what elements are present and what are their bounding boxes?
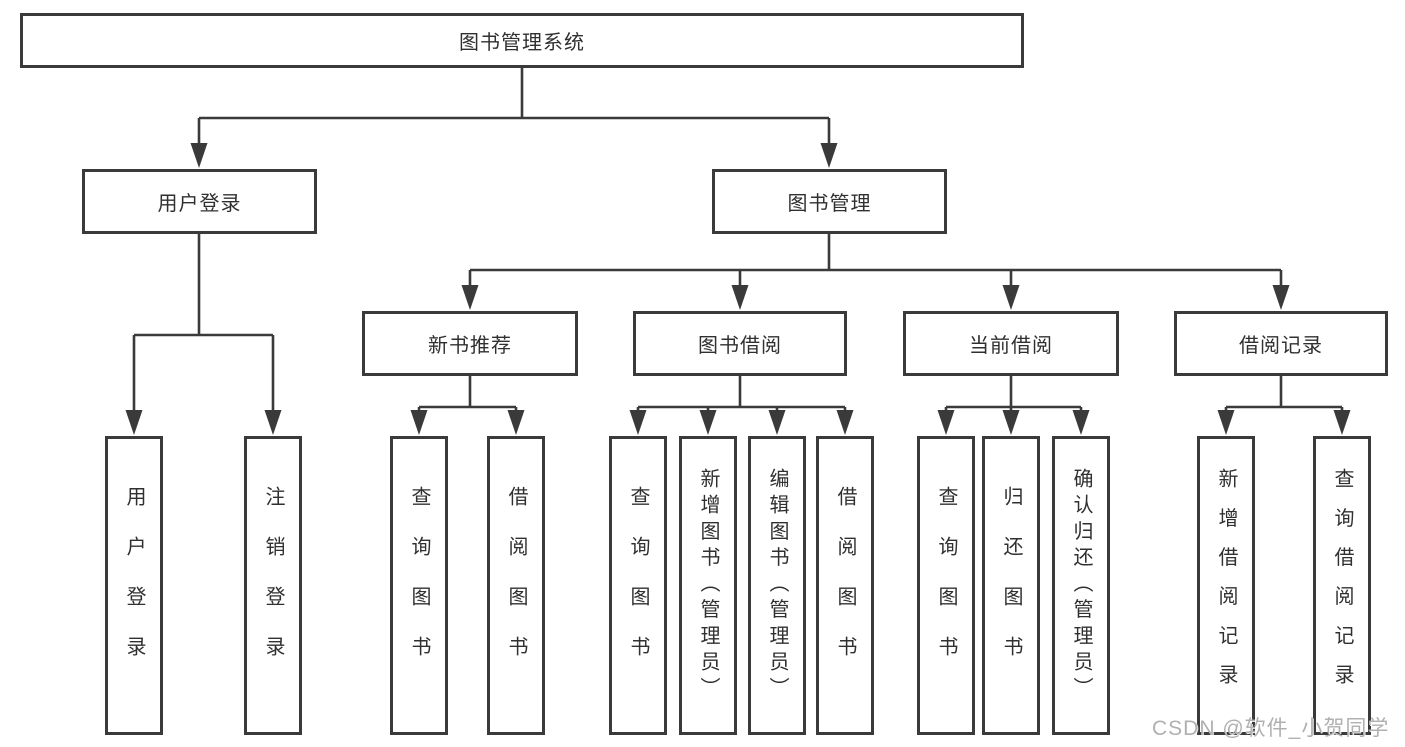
node-new-book-recommendation: 新书推荐	[362, 311, 578, 376]
leaf-query-books-current: 查询图书	[917, 436, 975, 735]
node-label: 用户登录	[157, 193, 242, 215]
csdn-watermark: CSDN @软件_小贺同学	[1152, 717, 1390, 740]
leaf-logout: 注销登录	[244, 436, 302, 735]
leaf-return-books: 归还图书	[982, 436, 1040, 735]
node-label: 注销登录	[262, 485, 284, 686]
node-label: 查询图书	[627, 485, 649, 686]
node-label: 新增图书（管理员）	[697, 468, 719, 703]
leaf-add-borrow-record: 新增借阅记录	[1197, 436, 1255, 735]
node-label: 查询图书	[935, 485, 957, 686]
node-label: 归还图书	[1000, 485, 1022, 686]
node-label: 确认归还（管理员）	[1070, 468, 1092, 703]
node-label: 图书管理	[787, 193, 872, 215]
leaf-query-books-recommend: 查询图书	[390, 436, 448, 735]
node-label: 编辑图书（管理员）	[766, 468, 788, 703]
node-library-management-system: 图书管理系统	[20, 13, 1024, 68]
node-label: 用户登录	[123, 485, 145, 686]
node-current-borrowing: 当前借阅	[903, 311, 1119, 376]
leaf-query-borrow-record: 查询借阅记录	[1313, 436, 1371, 735]
leaf-add-book-admin: 新增图书（管理员）	[679, 436, 737, 735]
leaf-confirm-return-admin: 确认归还（管理员）	[1052, 436, 1110, 735]
node-book-management: 图书管理	[712, 169, 947, 234]
node-label: 新书推荐	[428, 335, 512, 357]
leaf-borrow-books-recommend: 借阅图书	[487, 436, 545, 735]
node-label: 借阅记录	[1239, 335, 1323, 357]
leaf-borrow-books-borrowing: 借阅图书	[816, 436, 874, 735]
node-user-login: 用户登录	[82, 169, 317, 234]
node-borrowing-records: 借阅记录	[1174, 311, 1388, 376]
node-label: 图书借阅	[698, 335, 782, 357]
node-label: 查询借阅记录	[1331, 468, 1353, 703]
node-book-borrowing: 图书借阅	[633, 311, 847, 376]
node-label: 查询图书	[408, 485, 430, 686]
leaf-query-books-borrowing: 查询图书	[609, 436, 667, 735]
node-label: 借阅图书	[834, 485, 856, 686]
node-label: 图书管理系统	[459, 32, 585, 54]
node-label: 借阅图书	[505, 485, 527, 686]
node-label: 当前借阅	[969, 335, 1053, 357]
leaf-edit-book-admin: 编辑图书（管理员）	[748, 436, 806, 735]
leaf-user-login: 用户登录	[105, 436, 163, 735]
node-label: 新增借阅记录	[1215, 468, 1237, 703]
arrowheads	[125, 143, 1351, 435]
